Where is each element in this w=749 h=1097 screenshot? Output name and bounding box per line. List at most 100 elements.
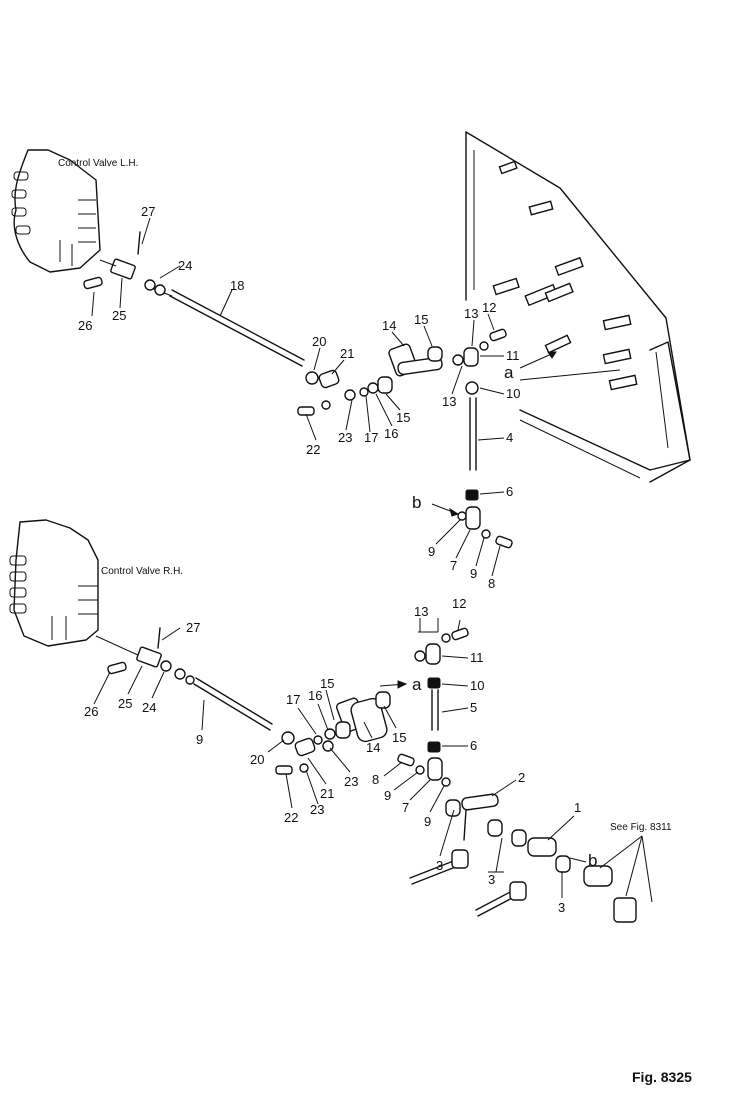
nut-24-lower	[160, 660, 172, 672]
nut-6-lower	[427, 741, 441, 753]
callout: 9	[428, 544, 435, 559]
bushing-15b	[427, 346, 443, 362]
marker-b-upper: b	[412, 493, 421, 512]
marker-a-lower: a	[412, 675, 422, 694]
callout: 21	[340, 346, 354, 361]
lever-14	[388, 343, 443, 377]
callout: 9	[424, 814, 431, 829]
callout: 7	[450, 558, 457, 573]
lever-14-lower	[335, 697, 388, 743]
caption-valve-rh: Control Valve R.H.	[101, 566, 183, 577]
callout: 13	[442, 394, 456, 409]
callout: 17	[364, 430, 378, 445]
callouts-lower: 13 12 11 10 5 6 27 26 25 24 9 15 16 17 2…	[84, 596, 597, 915]
callout: 15	[414, 312, 428, 327]
callout: 3	[558, 900, 565, 915]
callout: 18	[230, 278, 244, 293]
nut-20-lower	[281, 731, 295, 745]
control-valve-rh	[9, 519, 99, 647]
callout: 16	[384, 426, 398, 441]
callout: 10	[470, 678, 484, 693]
marker-a-upper: a	[504, 363, 514, 382]
clevis-25	[110, 258, 136, 280]
lever-1	[527, 837, 557, 857]
callout: 25	[118, 696, 132, 711]
callout: 11	[470, 650, 484, 665]
clevis-21-lower	[294, 737, 316, 757]
washer-9	[457, 511, 467, 521]
nut-24	[144, 279, 156, 291]
callout: 16	[308, 688, 322, 703]
bolt-8	[495, 535, 513, 549]
callout: 23	[310, 802, 324, 817]
bolt-12-lower	[451, 627, 469, 641]
nut-20	[305, 371, 319, 385]
callout: 6	[470, 738, 477, 753]
bolt-22-lower	[275, 765, 293, 775]
callout: 15	[320, 676, 334, 691]
callout: 26	[78, 318, 92, 333]
lever-2	[461, 793, 499, 811]
nut-6	[465, 489, 479, 501]
callout: 15	[392, 730, 406, 745]
callout: 13	[464, 306, 478, 321]
clevis-25-lower	[136, 646, 162, 668]
bushing-15-lower	[335, 721, 351, 739]
nut-10	[427, 677, 441, 689]
callouts-upper: 27 24 18 26 25 20 21 14 15 13 12 11 10 1…	[78, 204, 520, 591]
callout: 11	[506, 348, 520, 363]
callout: 17	[286, 692, 300, 707]
callout: 13	[414, 604, 428, 619]
bolt-12	[489, 328, 507, 342]
callout: 3	[436, 858, 443, 873]
callout: 8	[488, 576, 495, 591]
callout: 25	[112, 308, 126, 323]
callout: 2	[518, 770, 525, 785]
rod-end-7-lower	[427, 757, 443, 781]
pin-26	[83, 276, 103, 290]
bolt-8-lower	[397, 753, 415, 767]
washer-17	[359, 387, 369, 397]
cotter-27-lower	[157, 627, 161, 649]
callout: 24	[178, 258, 192, 273]
callout: 22	[306, 442, 320, 457]
callout: 6	[506, 484, 513, 499]
caption-valve-lh: Control Valve L.H.	[58, 158, 138, 169]
callout: 9	[196, 732, 203, 747]
callout: 14	[382, 318, 396, 333]
callout: 5	[470, 700, 477, 715]
callout: 27	[141, 204, 155, 219]
cotter-27	[137, 231, 141, 255]
callout: 3	[488, 872, 495, 887]
washer-23	[344, 389, 356, 401]
washer-16	[367, 382, 379, 394]
rod-lower	[95, 635, 273, 731]
rod-end-11-lower	[425, 643, 441, 665]
control-valve-lh	[11, 149, 101, 273]
bolt-22	[297, 406, 315, 416]
callout: 21	[320, 786, 334, 801]
rod-5	[397, 677, 451, 787]
frame-plate	[465, 131, 691, 483]
rod-4	[457, 381, 513, 549]
rod-end-7	[465, 506, 481, 530]
callout: 27	[186, 620, 200, 635]
callout: 7	[402, 800, 409, 815]
callout: 10	[506, 386, 520, 401]
callout: 1	[574, 800, 581, 815]
callout: 23	[338, 430, 352, 445]
callout: 14	[366, 740, 380, 755]
pin-26-lower	[107, 661, 127, 675]
callout: 12	[452, 596, 466, 611]
callout: 15	[396, 410, 410, 425]
callout: 4	[506, 430, 513, 445]
callout: 20	[312, 334, 326, 349]
washer-13	[452, 354, 464, 366]
clevis-21	[318, 369, 340, 389]
rod-end-11	[463, 347, 479, 367]
callout: 9	[470, 566, 477, 581]
bushing-15	[377, 376, 393, 394]
shaft-assembly	[409, 793, 637, 923]
callout: 24	[142, 700, 156, 715]
